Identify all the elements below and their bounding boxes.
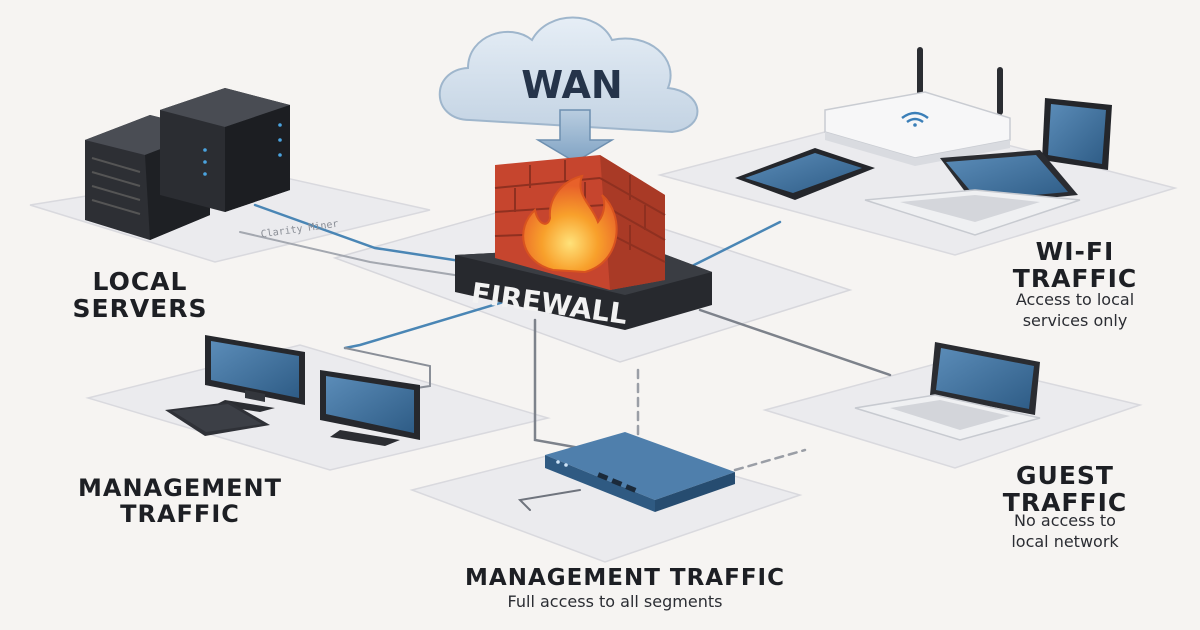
link-switch-guest-dashed bbox=[733, 448, 807, 472]
keyboard-icon bbox=[165, 402, 270, 436]
server-rack-icon bbox=[85, 88, 290, 240]
management-bottom-description: Full access to all segments bbox=[507, 592, 723, 611]
guest-traffic-description: No access to local network bbox=[1011, 511, 1119, 551]
wifi-router-icon bbox=[824, 47, 1011, 166]
link-firewall-guest bbox=[698, 308, 892, 377]
link-switch-cable bbox=[517, 489, 581, 511]
cloud-icon bbox=[438, 16, 699, 134]
wan-cloud: WAN bbox=[438, 16, 699, 163]
flame-icon bbox=[522, 174, 618, 274]
network-switch-icon bbox=[545, 432, 735, 512]
management-bottom-title: MANAGEMENT TRAFFIC bbox=[465, 565, 785, 591]
tablet-standing-icon bbox=[1042, 98, 1112, 170]
wifi-traffic-label: WI-FI TRAFFIC bbox=[1012, 237, 1138, 293]
desktop-monitor-icon bbox=[205, 335, 305, 412]
link-firewall-wifi bbox=[678, 220, 782, 274]
local-servers-label: LOCAL SERVERS bbox=[72, 267, 208, 323]
link-firewall-management-left bbox=[343, 298, 512, 350]
wan-label: WAN bbox=[521, 63, 622, 107]
link-firewall-switch bbox=[533, 318, 582, 450]
platform-wifi bbox=[657, 114, 1178, 256]
laptop-icon bbox=[864, 150, 1081, 236]
tablet-icon bbox=[735, 148, 875, 200]
down-arrow-icon bbox=[535, 109, 615, 163]
guest-traffic-label: GUEST TRAFFIC bbox=[1002, 461, 1128, 517]
desktop-monitor-second-icon bbox=[320, 370, 420, 446]
platform-management-left bbox=[85, 344, 551, 471]
management-left-label: MANAGEMENT TRAFFIC bbox=[78, 474, 282, 528]
guest-laptop-icon bbox=[854, 342, 1041, 441]
wifi-traffic-description: Access to local services only bbox=[1015, 290, 1135, 330]
